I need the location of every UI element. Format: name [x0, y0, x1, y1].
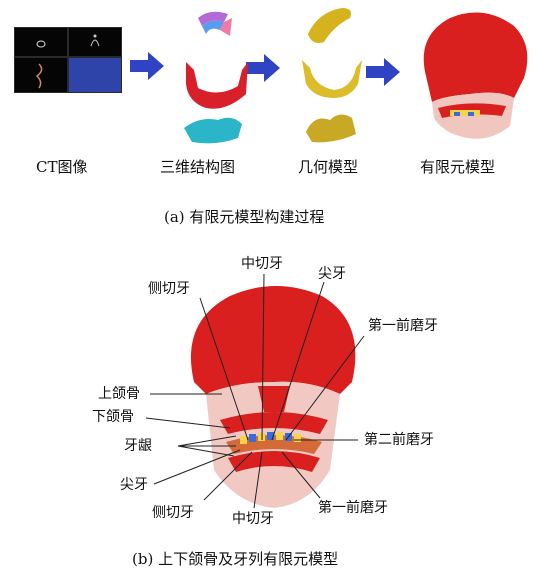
label-lateral-incisor-bottom: 侧切牙 — [152, 505, 194, 521]
label-first-premolar-top: 第一前磨牙 — [368, 318, 438, 334]
label-second-premolar: 第二前磨牙 — [364, 432, 434, 448]
label-lateral-incisor-top: 侧切牙 — [148, 281, 190, 297]
label-canine-top: 尖牙 — [318, 266, 346, 282]
label-first-premolar-bottom: 第一前磨牙 — [318, 500, 388, 516]
label-maxilla: 上颌骨 — [98, 386, 140, 402]
panel-b-caption: (b) 上下颌骨及牙列有限元模型 — [132, 550, 338, 568]
label-gingiva: 牙龈 — [124, 438, 152, 454]
label-mandible: 下颌骨 — [92, 409, 134, 425]
label-central-incisor-bottom: 中切牙 — [232, 511, 274, 527]
label-central-incisor-top: 中切牙 — [241, 256, 283, 272]
label-canine-bottom: 尖牙 — [120, 477, 148, 493]
